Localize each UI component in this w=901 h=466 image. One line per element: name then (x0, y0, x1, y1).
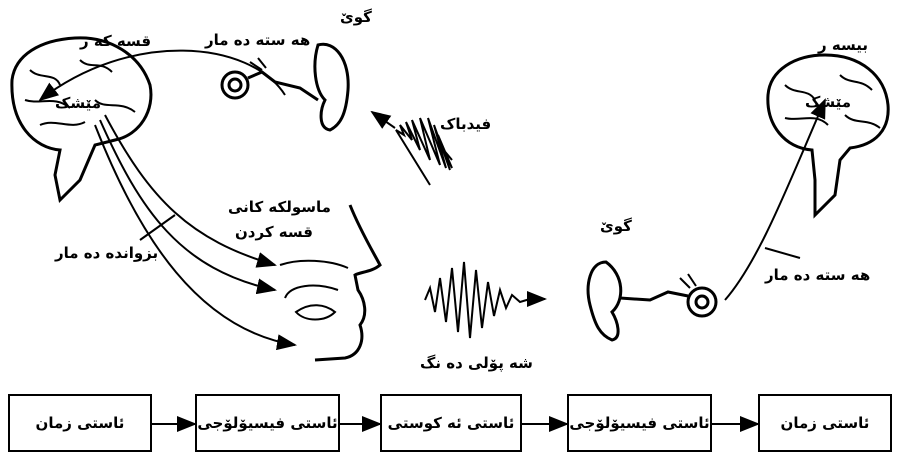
speaker-sensory-nerve-label: هه سته ده مار (205, 33, 310, 48)
listener-brain-label: مێشک (805, 95, 851, 110)
speaker-ear-icon (222, 44, 348, 130)
feedback-label: فیدباک (440, 117, 491, 132)
speaker-ear-label: گوێ (340, 10, 372, 25)
listener-sensory-nerve-label: هه سته ده مار (765, 268, 870, 283)
stage-label: ئاستی زمان (36, 414, 125, 432)
stage-box-1: ئاستی زمان (8, 394, 152, 452)
speech-muscles-label-line1: ماسولکه کانی (228, 200, 331, 215)
stage-label: ئاستی فیسیۆلۆجی (197, 414, 337, 432)
stage-box-3: ئاستی ئه کوستی (380, 394, 522, 452)
stage-label: ئاستی فیسیۆلۆجی (569, 414, 709, 432)
speaker-brain-icon (12, 38, 151, 200)
stage-label: ئاستی زمان (781, 414, 870, 432)
speaker-brain-label: مێشک (55, 96, 101, 111)
listener-ear-icon (588, 262, 716, 340)
stage-box-4: ئاستی فیسیۆلۆجی (567, 394, 712, 452)
speaker-label: قسه که ر (80, 34, 151, 49)
sound-wave-label: شه پۆلی ده نگ (420, 356, 533, 371)
listener-ear-label: گوێ (600, 219, 632, 234)
sound-wave (425, 262, 545, 338)
stage-box-5: ئاستی زمان (758, 394, 892, 452)
speech-muscles-label-line2: قسه کردن (235, 225, 313, 240)
stage-box-2: ئاستی فیسیۆلۆجی (195, 394, 340, 452)
listener-label: بیسه ر (818, 38, 868, 53)
stage-label: ئاستی ئه کوستی (388, 414, 515, 432)
motor-nerve-label: بزوانده ده مار (55, 246, 158, 261)
